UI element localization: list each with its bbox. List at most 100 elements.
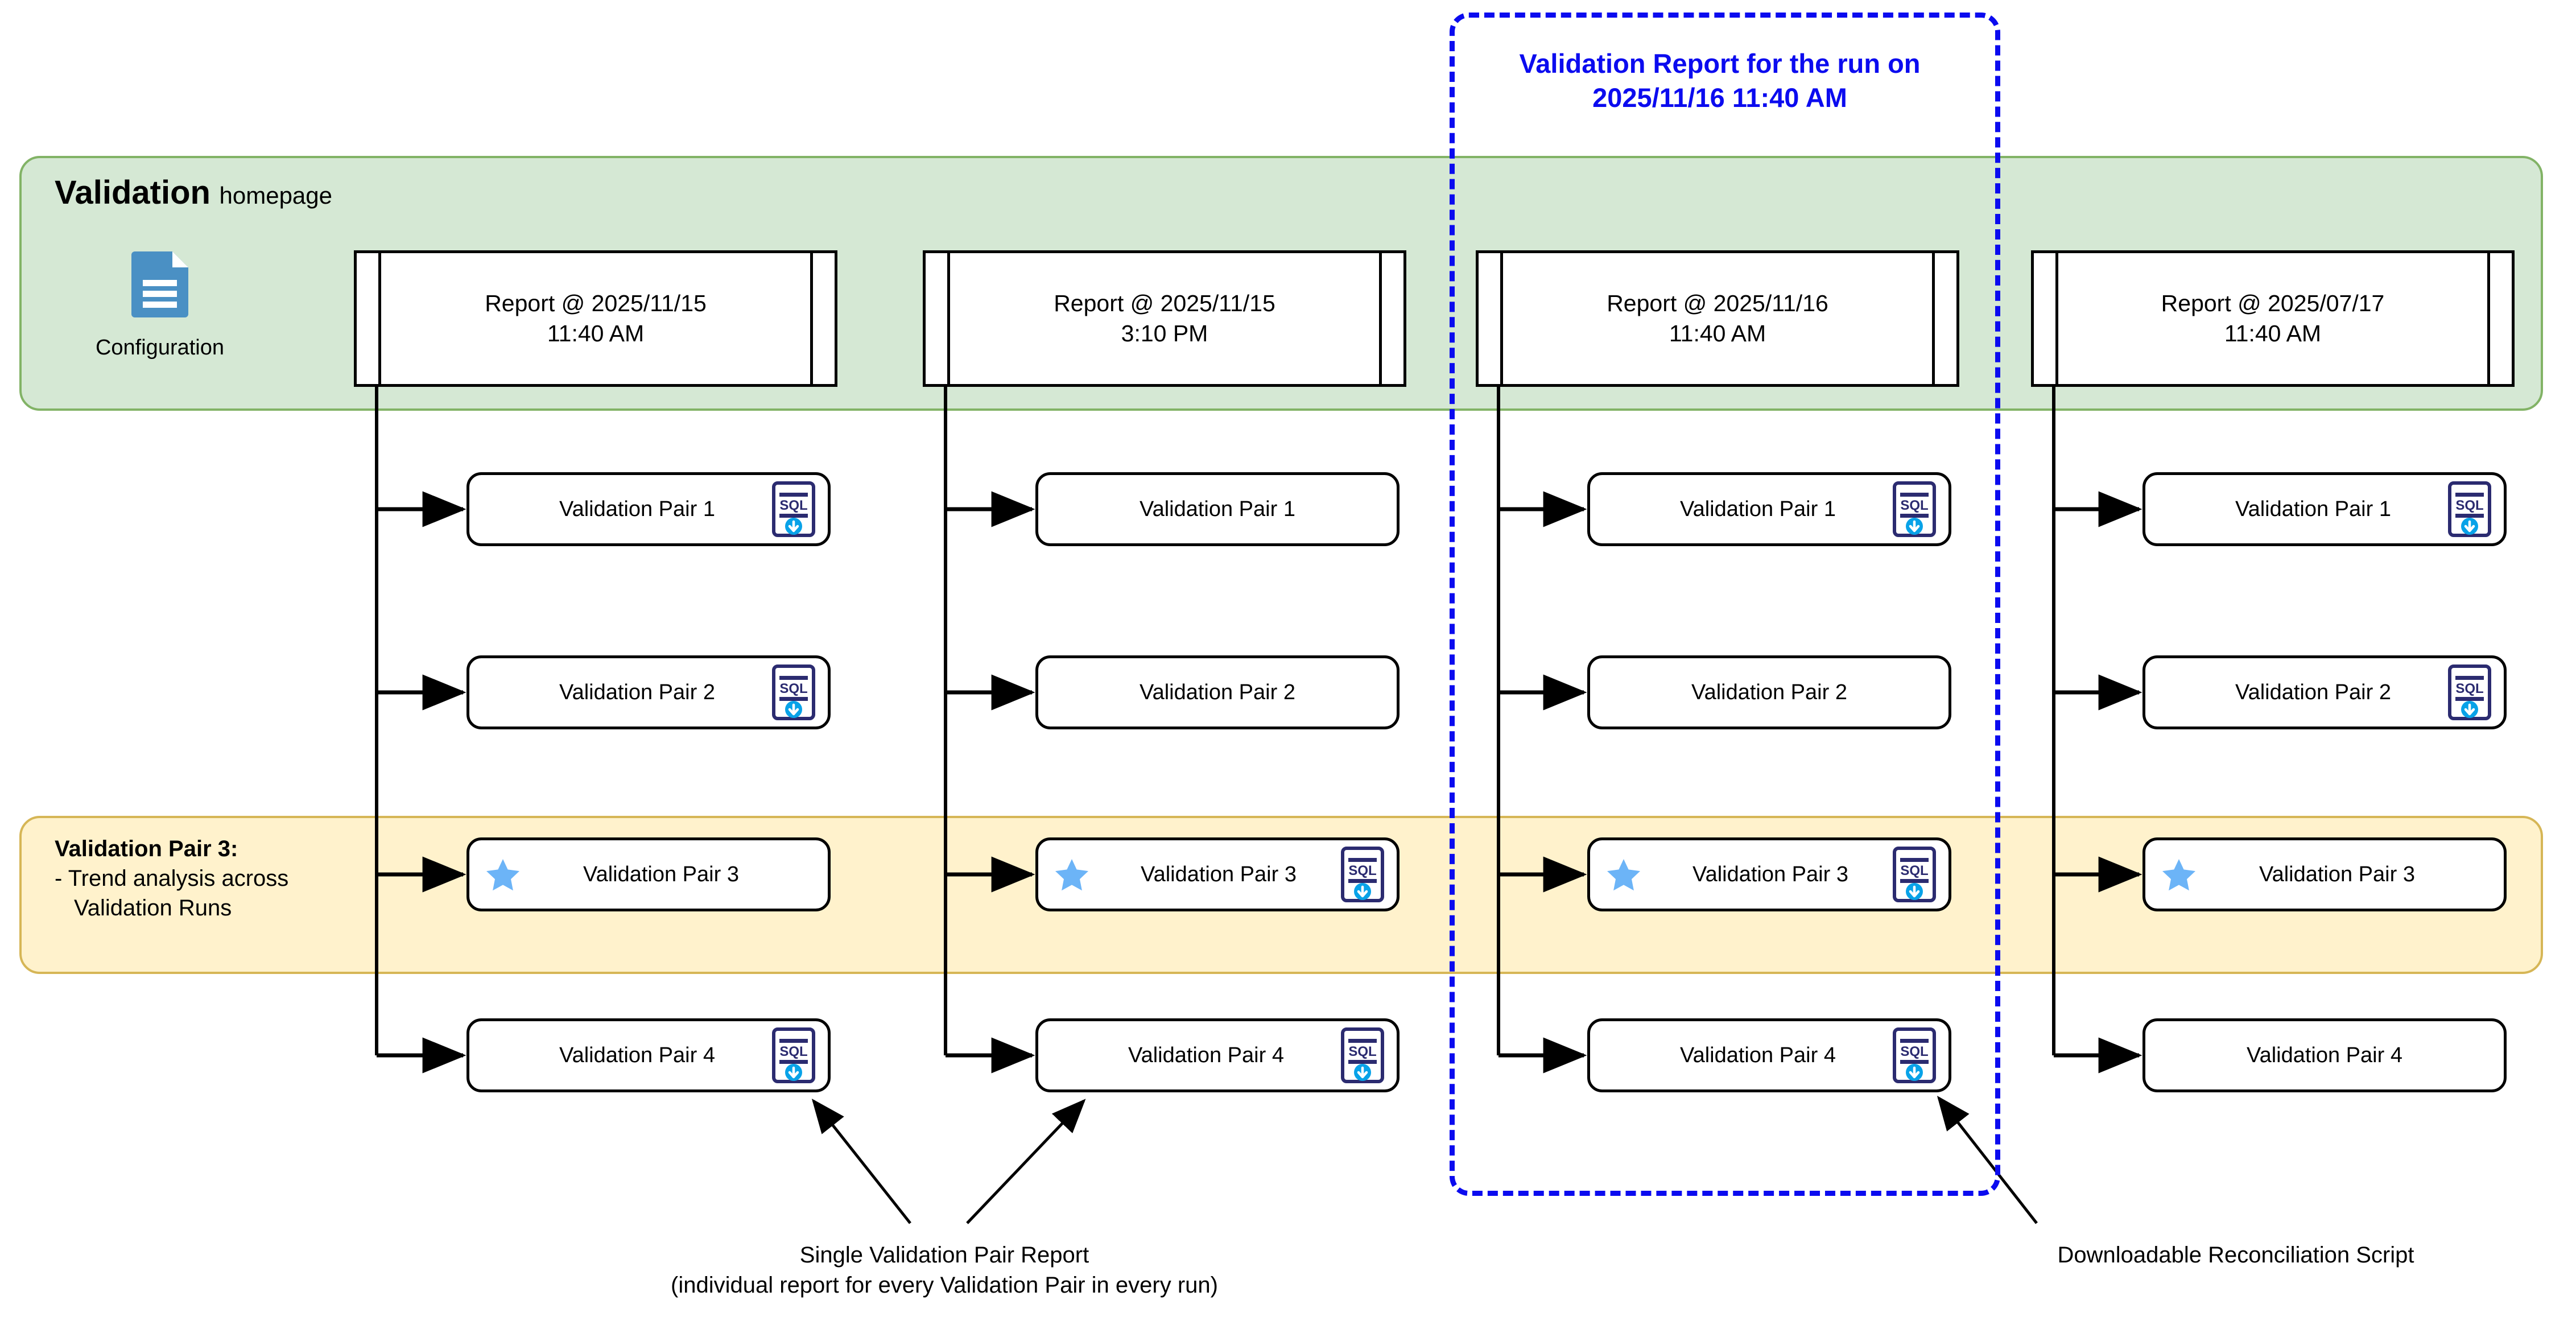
trend-band-line2: Validation Runs — [74, 895, 232, 921]
callout-leader-0 — [811, 1099, 911, 1224]
report-node-left-divider — [1500, 253, 1503, 384]
svg-text:SQL: SQL — [1900, 1044, 1928, 1059]
validation-pair-label: Validation Pair 1 — [559, 497, 715, 521]
validation-pair-node[interactable]: Validation Pair 1 SQL — [1587, 472, 1951, 546]
report-node-left-divider — [947, 253, 950, 384]
svg-text:SQL: SQL — [779, 1044, 807, 1059]
validation-pair-label: Validation Pair 3 — [583, 862, 739, 886]
sql-download-script-icon[interactable]: SQL — [2448, 664, 2491, 720]
validation-pair-node[interactable]: Validation Pair 2 SQL — [467, 655, 831, 729]
svg-text:SQL: SQL — [2455, 498, 2483, 513]
validation-pair-label: Validation Pair 4 — [559, 1043, 715, 1067]
page-title: Validation homepage — [55, 174, 332, 212]
validation-pair-label: Validation Pair 1 — [1140, 497, 1295, 521]
validation-pair-node[interactable]: Validation Pair 3 SQL — [1035, 837, 1400, 911]
trend-band-line1: - Trend analysis across — [55, 866, 289, 891]
validation-pair-node[interactable]: Validation Pair 1 SQL — [2142, 472, 2507, 546]
validation-pair-label: Validation Pair 3 — [1141, 862, 1297, 886]
report-node-right-divider — [2487, 253, 2490, 384]
sql-download-script-icon[interactable]: SQL — [772, 664, 815, 720]
sql-download-script-icon[interactable]: SQL — [1893, 481, 1936, 537]
sql-download-script-icon[interactable]: SQL — [772, 481, 815, 537]
validation-pair-label: Validation Pair 4 — [2247, 1043, 2402, 1067]
sql-download-script-icon[interactable]: SQL — [1893, 847, 1936, 902]
report-node-label: Report @ 2025/11/15 11:40 AM — [384, 253, 807, 384]
svg-text:SQL: SQL — [1900, 863, 1928, 878]
report-node[interactable]: Report @ 2025/11/15 11:40 AM — [354, 250, 837, 387]
validation-pair-node[interactable]: Validation Pair 4 SQL — [467, 1018, 831, 1092]
validation-pair-node[interactable]: Validation Pair 4 — [2142, 1018, 2507, 1092]
validation-pair-node[interactable]: Validation Pair 1 — [1035, 472, 1400, 546]
validation-pair-label: Validation Pair 4 — [1128, 1043, 1284, 1067]
star-icon — [1055, 859, 1088, 891]
validation-pair-label: Validation Pair 2 — [1140, 680, 1295, 704]
validation-pair-node[interactable]: Validation Pair 2 — [1035, 655, 1400, 729]
svg-text:SQL: SQL — [779, 498, 807, 513]
svg-text:SQL: SQL — [2455, 681, 2483, 696]
report-node[interactable]: Report @ 2025/07/17 11:40 AM — [2031, 250, 2515, 387]
svg-text:SQL: SQL — [1900, 498, 1928, 513]
report-node-label: Report @ 2025/07/17 11:40 AM — [2061, 253, 2484, 384]
report-time-line: 11:40 AM — [547, 320, 645, 346]
report-node[interactable]: Report @ 2025/11/15 3:10 PM — [923, 250, 1406, 387]
report-node-left-divider — [378, 253, 381, 384]
validation-pair-node[interactable]: Validation Pair 2 SQL — [2142, 655, 2507, 729]
report-date-line: Report @ 2025/11/15 — [485, 290, 707, 316]
report-date-line: Report @ 2025/11/15 — [1054, 290, 1275, 316]
svg-text:SQL: SQL — [779, 681, 807, 696]
star-icon — [1607, 859, 1640, 891]
report-node[interactable]: Report @ 2025/11/16 11:40 AM — [1476, 250, 1959, 387]
validation-pair-node[interactable]: Validation Pair 3 SQL — [1587, 837, 1951, 911]
validation-pair-label: Validation Pair 2 — [1691, 680, 1847, 704]
svg-text:SQL: SQL — [1348, 863, 1376, 878]
sql-download-script-icon[interactable]: SQL — [1341, 847, 1384, 902]
report-node-left-divider — [2055, 253, 2058, 384]
page-title-bold: Validation — [55, 174, 210, 211]
annotation-download-line1: Downloadable Reconciliation Script — [2057, 1243, 2414, 1268]
validation-pair-node[interactable]: Validation Pair 1 SQL — [467, 472, 831, 546]
report-time-line: 11:40 AM — [2224, 320, 2322, 346]
highlight-title-line1: Validation Report for the run on — [1519, 48, 1921, 79]
report-node-right-divider — [1379, 253, 1382, 384]
sql-download-script-icon[interactable]: SQL — [1893, 1027, 1936, 1083]
validation-pair-label: Validation Pair 2 — [2235, 680, 2391, 704]
validation-pair-label: Validation Pair 4 — [1680, 1043, 1836, 1067]
validation-pair-node[interactable]: Validation Pair 4 SQL — [1035, 1018, 1400, 1092]
sql-download-script-icon[interactable]: SQL — [772, 1027, 815, 1083]
report-date-line: Report @ 2025/11/16 — [1607, 290, 1828, 316]
annotation-single-pair-report: Single Validation Pair Report (individua… — [569, 1240, 1320, 1301]
validation-pair-label: Validation Pair 1 — [1680, 497, 1836, 521]
trend-band-title: Validation Pair 3: — [55, 836, 238, 861]
validation-pair-node[interactable]: Validation Pair 3 — [2142, 837, 2507, 911]
report-time-line: 3:10 PM — [1121, 320, 1208, 346]
report-node-right-divider — [810, 253, 813, 384]
configuration-label: Configuration — [95, 336, 225, 360]
report-time-line: 11:40 AM — [1669, 320, 1766, 346]
callout-leader-2 — [1937, 1096, 2038, 1224]
page-title-rest: homepage — [219, 182, 333, 209]
sql-download-script-icon[interactable]: SQL — [1341, 1027, 1384, 1083]
star-icon — [486, 859, 519, 891]
report-node-label: Report @ 2025/11/16 11:40 AM — [1506, 253, 1929, 384]
report-date-line: Report @ 2025/07/17 — [2161, 290, 2385, 316]
configuration-document-icon[interactable] — [128, 250, 192, 322]
validation-pair-label: Validation Pair 3 — [1692, 862, 1848, 886]
validation-pair-label: Validation Pair 2 — [559, 680, 715, 704]
sql-download-script-icon[interactable]: SQL — [2448, 481, 2491, 537]
validation-pair-label: Validation Pair 1 — [2235, 497, 2391, 521]
report-node-label: Report @ 2025/11/15 3:10 PM — [953, 253, 1376, 384]
validation-pair-node[interactable]: Validation Pair 3 — [467, 837, 831, 911]
highlight-dashed-box — [1450, 13, 2000, 1196]
star-icon — [2162, 859, 2195, 891]
highlight-title-line2: 2025/11/16 11:40 AM — [1592, 82, 1847, 113]
annotation-single-pair-line2: (individual report for every Validation … — [671, 1272, 1218, 1298]
annotation-single-pair-line1: Single Validation Pair Report — [799, 1243, 1089, 1268]
validation-pair-label: Validation Pair 3 — [2259, 862, 2415, 886]
validation-pair-node[interactable]: Validation Pair 4 SQL — [1587, 1018, 1951, 1092]
callout-leader-1 — [966, 1099, 1086, 1224]
report-node-right-divider — [1932, 253, 1935, 384]
validation-pair-node[interactable]: Validation Pair 2 — [1587, 655, 1951, 729]
svg-text:SQL: SQL — [1348, 1044, 1376, 1059]
